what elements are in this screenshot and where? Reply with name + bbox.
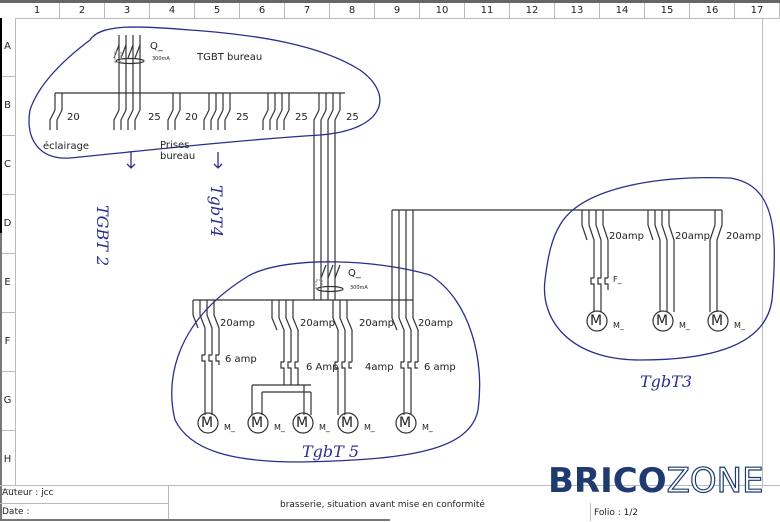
bottom-border xyxy=(0,519,390,521)
right-border xyxy=(762,18,763,488)
breaker-rating: 25 xyxy=(148,112,161,123)
row-e: E xyxy=(0,254,15,313)
breaker-rating: 20amp xyxy=(675,231,710,242)
date-field: Date : xyxy=(2,507,30,517)
thermal-rating: 4amp xyxy=(365,362,394,373)
row-a: A xyxy=(0,18,15,77)
motor-symbol: M xyxy=(296,415,309,431)
tgbt-bureau-title: TGBT bureau xyxy=(197,52,263,63)
bricozone-logo: BRICOZONE xyxy=(548,461,764,501)
motor-label: M_ xyxy=(319,423,330,432)
thermal-label: F_ xyxy=(613,275,622,284)
col-5: 5 xyxy=(195,3,240,18)
col-11: 11 xyxy=(465,3,510,18)
title-block-divider xyxy=(168,485,169,521)
tgbt5-main-breaker-label: Q_ xyxy=(348,268,361,279)
breaker-rating: 25 xyxy=(346,112,359,123)
breaker-rating: 20amp xyxy=(418,318,453,329)
motor-symbol: M xyxy=(341,415,354,431)
motor-label: M_ xyxy=(613,321,624,330)
thermal-rating: 6 amp xyxy=(424,362,456,373)
col-6: 6 xyxy=(240,3,285,18)
row-b: B xyxy=(0,77,15,136)
handwritten-tgbt5: TgbT 5 xyxy=(302,442,360,461)
differential-label: 300mA xyxy=(152,56,170,62)
eclairage-label: éclairage xyxy=(43,141,90,152)
row-h: H xyxy=(0,431,15,490)
left-border-lower xyxy=(0,233,2,521)
row-g: G xyxy=(0,372,15,431)
motor-label: M_ xyxy=(364,423,375,432)
row-d: D xyxy=(0,195,15,254)
col-2: 2 xyxy=(60,3,105,18)
logo-zone: ZONE xyxy=(666,461,764,501)
prises-label: Prises xyxy=(160,140,190,151)
main-breaker-label: Q_ xyxy=(150,41,163,52)
row-header-divider xyxy=(15,18,16,485)
top-border xyxy=(0,0,780,3)
motor-symbol: M xyxy=(711,313,724,329)
col-8: 8 xyxy=(330,3,375,18)
breaker-rating: 20amp xyxy=(220,318,255,329)
thermal-rating: 6 Amp xyxy=(306,362,339,373)
col-1: 1 xyxy=(15,3,60,18)
motor-symbol: M xyxy=(201,415,214,431)
motor-label: M_ xyxy=(734,321,745,330)
motor-symbol: M xyxy=(399,415,412,431)
left-border xyxy=(0,18,2,233)
col-7: 7 xyxy=(285,3,330,18)
col-13: 13 xyxy=(555,3,600,18)
row-header: A B C D E F G H xyxy=(0,18,15,490)
row-f: F xyxy=(0,313,15,372)
title-block-row-divider xyxy=(0,503,168,504)
col-4: 4 xyxy=(150,3,195,18)
breaker-rating: 20amp xyxy=(609,231,644,242)
breaker-rating: 20amp xyxy=(300,318,335,329)
row-c: C xyxy=(0,136,15,195)
breaker-rating: 20amp xyxy=(726,231,761,242)
title-block xyxy=(0,485,780,522)
drawing-title: brasserie, situation avant mise en confo… xyxy=(280,500,485,510)
handwritten-tgbt2: TGBT 2 xyxy=(93,205,112,267)
thermal-rating: 6 amp xyxy=(225,354,257,365)
handwritten-tgbt4: TgbT4 xyxy=(207,185,226,238)
col-12: 12 xyxy=(510,3,555,18)
motor-symbol: M xyxy=(590,313,603,329)
tgbt5-differential-label: 300mA xyxy=(350,285,368,291)
col-3: 3 xyxy=(105,3,150,18)
motor-label: M_ xyxy=(274,423,285,432)
handwritten-tgbt3: TgbT3 xyxy=(640,372,693,391)
folio-divider xyxy=(590,503,591,521)
author-field: Auteur : jcc xyxy=(2,488,54,498)
motor-label: M_ xyxy=(224,423,235,432)
breaker-rating: 25 xyxy=(236,112,249,123)
folio-field: Folio : 1/2 xyxy=(594,508,639,518)
motor-label: M_ xyxy=(679,321,690,330)
col-14: 14 xyxy=(600,3,645,18)
logo-brico: BRICO xyxy=(548,461,667,501)
breaker-rating: 25 xyxy=(295,112,308,123)
breaker-rating: 20amp xyxy=(359,318,394,329)
bureau-label: bureau xyxy=(160,151,196,162)
breaker-rating: 20 xyxy=(185,112,198,123)
col-10: 10 xyxy=(420,3,465,18)
col-9: 9 xyxy=(375,3,420,18)
motor-symbol: M xyxy=(656,313,669,329)
col-15: 15 xyxy=(645,3,690,18)
motor-label: M_ xyxy=(422,423,433,432)
column-header: 1 2 3 4 5 6 7 8 9 10 11 12 13 14 15 16 1… xyxy=(15,3,780,19)
col-16: 16 xyxy=(690,3,735,18)
motor-symbol: M xyxy=(251,415,264,431)
breaker-rating: 20 xyxy=(67,112,80,123)
